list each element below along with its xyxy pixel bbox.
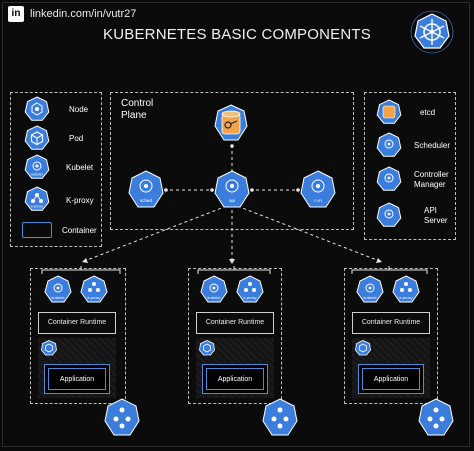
kproxy-icon: k-proxy — [24, 186, 50, 211]
legend-kubelet-label: Kubelet — [66, 163, 94, 172]
pod-icon — [41, 340, 57, 356]
control-plane-title: Control Plane — [121, 98, 153, 122]
kproxy-caption: k-proxy — [87, 295, 100, 300]
linkedin-url[interactable]: linkedin.com/in/vutr27 — [30, 8, 137, 20]
kproxy-icon-caption: k-proxy — [31, 205, 43, 209]
worker-node-1 — [30, 268, 126, 404]
pod-icon — [355, 340, 371, 356]
kubelet-icon: kubelet — [24, 154, 50, 179]
pod-icon — [24, 125, 50, 150]
node-icon — [418, 398, 454, 436]
kubelet-caption: kubelet — [364, 295, 378, 300]
control-plane-title-line2: Plane — [121, 110, 147, 121]
worker-node-3 — [344, 268, 438, 404]
application-label: Application — [362, 368, 420, 390]
legend-pod-label: Pod — [69, 134, 84, 143]
container-runtime: Container Runtime — [38, 312, 116, 334]
container-icon — [22, 222, 52, 238]
kubelet-caption: kubelet — [208, 295, 222, 300]
legend-kproxy-label: K-proxy — [66, 196, 94, 205]
legend-api-line2: Server — [424, 216, 448, 225]
controller-manager-legend-icon — [376, 166, 402, 191]
page-title: KUBERNETES BASIC COMPONENTS — [103, 26, 371, 43]
kubelet-icon: kubelet — [44, 275, 72, 303]
kproxy-icon: k-proxy — [236, 275, 264, 303]
scheduler-legend-icon — [376, 132, 402, 157]
legend-node-label: Node — [69, 105, 89, 114]
etcd-icon — [214, 104, 248, 141]
container-runtime: Container Runtime — [352, 312, 430, 334]
legend-etcd-label: etcd — [420, 108, 436, 117]
sched-caption: sched — [140, 198, 153, 203]
outer-frame — [2, 2, 470, 447]
kubelet-icon-caption: kubelet — [31, 173, 43, 177]
kubelet-caption: kubelet — [52, 295, 66, 300]
legend-container-label: Container — [62, 226, 97, 235]
kproxy-caption: k-proxy — [399, 295, 412, 300]
worker-node-2 — [188, 268, 282, 404]
application-container: Application — [202, 364, 268, 394]
cm-caption: c-m — [314, 198, 322, 203]
container-runtime: Container Runtime — [196, 312, 274, 334]
kubelet-icon: kubelet — [200, 275, 228, 303]
api-server-node-icon: api — [214, 170, 250, 208]
scheduler-node-icon: sched — [128, 170, 164, 208]
kproxy-caption: k-proxy — [243, 295, 256, 300]
legend-controller-line1: Controller — [414, 170, 449, 179]
component-legend — [10, 92, 102, 247]
kproxy-icon: k-proxy — [392, 275, 420, 303]
kubelet-icon: kubelet — [356, 275, 384, 303]
node-icon — [24, 96, 50, 121]
legend-controller-label: Controller Manager — [414, 170, 449, 190]
legend-controller-line2: Manager — [414, 180, 446, 189]
kubernetes-logo-icon — [410, 10, 454, 54]
control-plane-title-line1: Control — [121, 98, 154, 109]
legend-api-line1: API — [424, 206, 437, 215]
etcd-legend-icon — [376, 99, 402, 124]
application-container: Application — [44, 364, 110, 394]
pod-icon — [199, 340, 215, 356]
application-label: Application — [48, 368, 106, 390]
api-caption: api — [229, 198, 235, 203]
api-server-legend-icon — [376, 202, 402, 227]
controller-manager-node-icon: c-m — [300, 170, 336, 208]
application-label: Application — [206, 368, 264, 390]
kproxy-icon: k-proxy — [80, 275, 108, 303]
node-icon — [262, 398, 298, 436]
linkedin-icon: in — [8, 6, 24, 22]
control-plane-legend — [364, 92, 456, 240]
legend-scheduler-label: Scheduler — [414, 141, 451, 150]
node-icon — [104, 398, 140, 436]
legend-api-label: API Server — [424, 206, 448, 226]
application-container: Application — [358, 364, 424, 394]
